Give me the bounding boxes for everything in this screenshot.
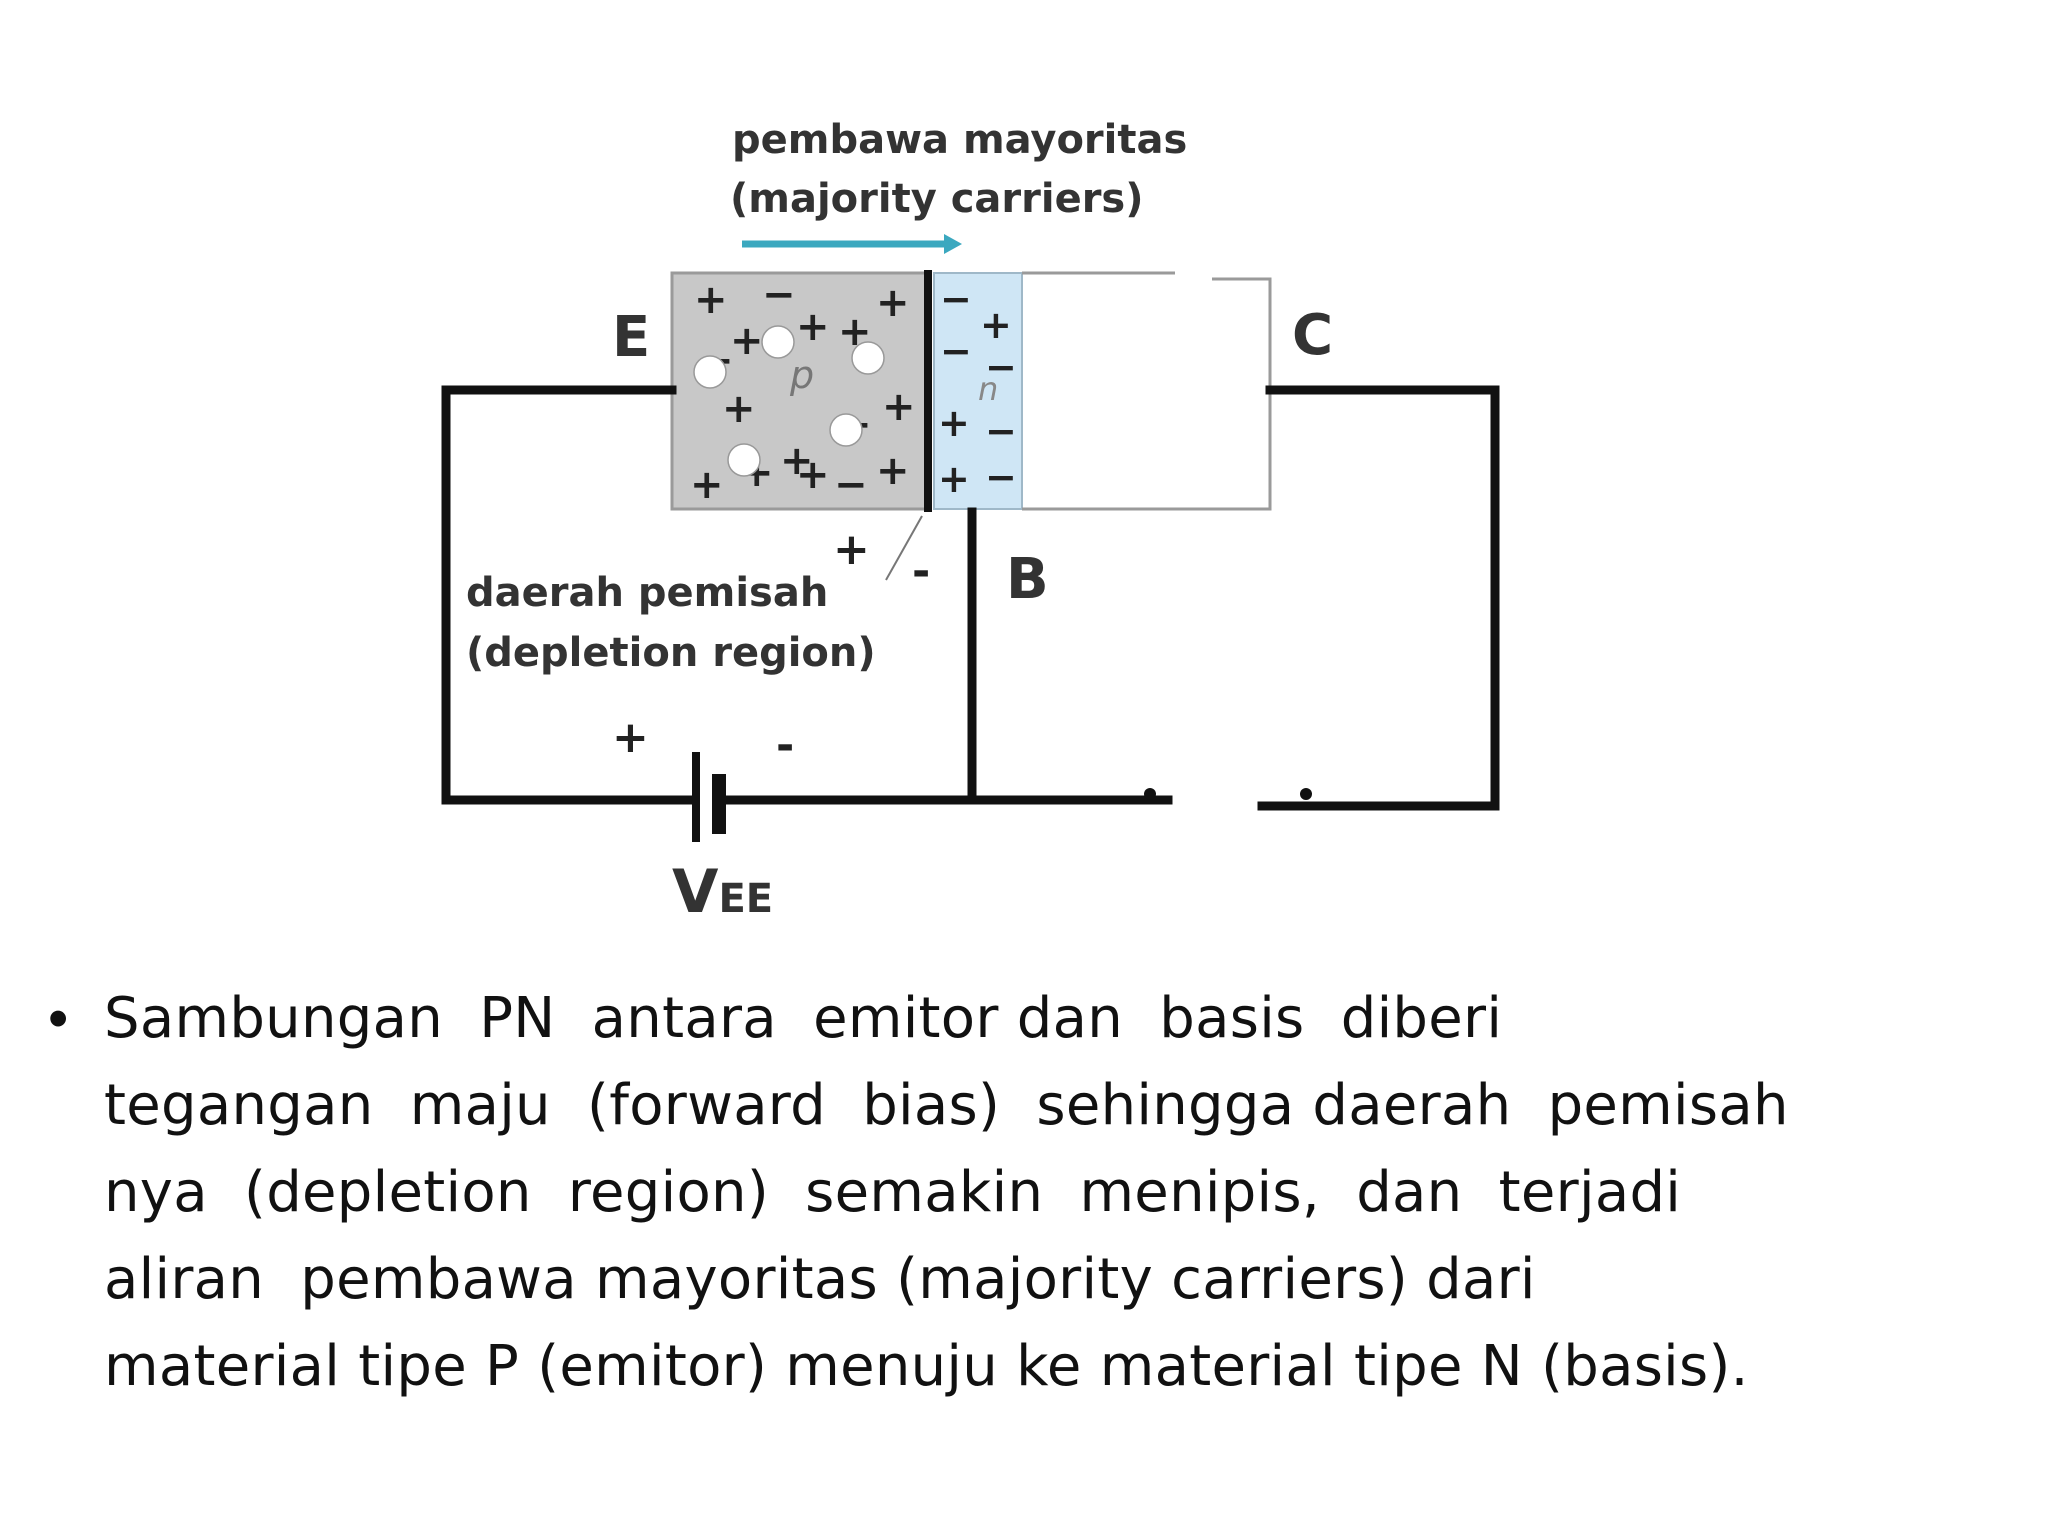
bullet-text-line: material tipe P (emitor) menuju ke mater…	[104, 1334, 1749, 1399]
collector-label: C	[1292, 303, 1333, 368]
p-charge: −	[762, 272, 796, 318]
bullet-symbol: •	[48, 986, 69, 1051]
n-charge: +	[938, 457, 970, 501]
n-region-charges: − + − − + − + −	[938, 277, 1017, 501]
bullet-text-line: aliran pembawa mayoritas (majority carri…	[104, 1247, 1536, 1312]
open-terminal-left	[1144, 788, 1156, 800]
p-charge: +	[722, 386, 756, 432]
emitter-label: E	[612, 305, 650, 370]
bjt-forward-bias-diagram: pembawa mayoritas (majority carriers) p …	[441, 117, 1500, 927]
battery-minus-sign: -	[776, 720, 794, 771]
n-charge: +	[980, 303, 1012, 347]
bullet-text-line: tegangan maju (forward bias) sehingga da…	[104, 1073, 1789, 1138]
majority-carriers-label-line1: pembawa mayoritas	[732, 117, 1187, 163]
n-charge: +	[938, 401, 970, 445]
battery-plus-sign: +	[612, 712, 649, 763]
p-charge: +	[730, 318, 764, 364]
n-region-label: n	[978, 370, 998, 408]
n-charge: −	[985, 455, 1017, 499]
emitter-loop-wire	[441, 385, 695, 805]
battery-label-main: V	[672, 857, 719, 927]
p-charge: +	[882, 384, 916, 430]
n-charge: −	[985, 409, 1017, 453]
n-charge: −	[940, 329, 972, 373]
depletion-plus-sign: +	[833, 524, 870, 575]
depletion-pointer-line	[885, 515, 923, 581]
majority-carriers-arrow-icon	[742, 234, 962, 254]
collector-loop-wire	[1257, 385, 1500, 811]
p-charge: +	[876, 448, 910, 494]
battery-icon	[692, 752, 726, 842]
p-charge: +	[780, 438, 814, 484]
p-charge: +	[690, 462, 724, 508]
p-charge: −	[834, 462, 868, 508]
n-charge: −	[985, 345, 1017, 389]
n-region	[933, 272, 1023, 510]
circuit-wires	[441, 385, 1500, 811]
depletion-label-line2: (depletion region)	[466, 630, 876, 676]
p-charge: +	[796, 452, 830, 498]
open-terminal-right	[1300, 788, 1312, 800]
bullet-text: Sambungan PN antara emitor dan basis dib…	[104, 975, 1789, 1410]
bullet-text-line: nya (depletion region) semakin menipis, …	[104, 1160, 1682, 1225]
battery-label-sub: EE	[718, 876, 773, 922]
p-charge: +	[796, 304, 830, 350]
n-charge: −	[940, 277, 972, 321]
depletion-label-line1: daerah pemisah	[466, 570, 828, 616]
bullet-text-line: Sambungan PN antara emitor dan basis dib…	[104, 986, 1503, 1051]
p-charge: +	[876, 280, 910, 326]
collector-region	[1022, 271, 1272, 511]
p-region-circled-charges	[693, 325, 885, 477]
depletion-minus-sign: -	[912, 546, 930, 597]
p-region-label: p	[789, 353, 814, 397]
majority-carriers-label-line2: (majority carriers)	[730, 176, 1144, 222]
base-label: B	[1006, 547, 1049, 612]
p-region	[670, 271, 930, 511]
battery-label: VEE	[672, 857, 773, 927]
p-charge: +	[694, 277, 728, 323]
